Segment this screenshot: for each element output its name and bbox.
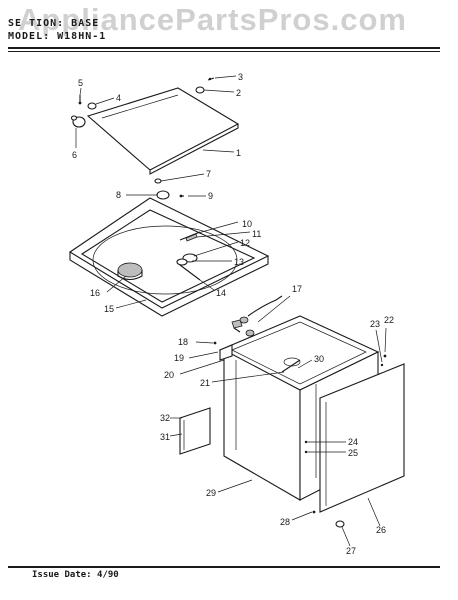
callout-9: 9 <box>208 191 213 201</box>
callout-24: 24 <box>348 437 358 447</box>
callout-30: 30 <box>314 354 324 364</box>
callout-18: 18 <box>178 337 188 347</box>
callout-28: 28 <box>280 517 290 527</box>
part-side-panel <box>312 363 405 528</box>
callout-25: 25 <box>348 448 358 458</box>
header-rule-thin <box>8 51 440 52</box>
callout-17: 17 <box>292 284 302 294</box>
callout-2: 2 <box>236 88 241 98</box>
callout-31: 31 <box>160 432 170 442</box>
part-lid <box>86 87 240 175</box>
model-number: MODEL: W18HN-1 <box>8 31 107 42</box>
callout-27: 27 <box>346 546 356 556</box>
callout-1: 1 <box>236 148 241 158</box>
callout-3: 3 <box>238 72 243 82</box>
header-rule <box>8 47 440 49</box>
callout-6: 6 <box>72 150 77 160</box>
part-base-pan <box>68 190 270 317</box>
callout-10: 10 <box>242 219 252 229</box>
callout-29: 29 <box>206 488 216 498</box>
callout-32: 32 <box>160 413 170 423</box>
callout-14: 14 <box>216 288 226 298</box>
callout-4: 4 <box>116 93 121 103</box>
callout-15: 15 <box>104 304 114 314</box>
callout-13: 13 <box>234 257 244 267</box>
callout-7: 7 <box>206 169 211 179</box>
callout-22: 22 <box>384 315 394 325</box>
callout-8: 8 <box>116 190 121 200</box>
callout-23: 23 <box>370 319 380 329</box>
callout-20: 20 <box>164 370 174 380</box>
section-title: SE TION: BASE <box>8 18 100 29</box>
part-access-panel <box>179 407 211 455</box>
issue-date: Issue Date: 4/90 <box>32 570 119 580</box>
callout-labels: 1 2 3 4 5 6 7 8 9 10 11 12 13 14 15 16 1… <box>72 72 394 556</box>
callout-11: 11 <box>252 229 261 239</box>
callout-5: 5 <box>78 78 83 88</box>
callout-16: 16 <box>90 288 100 298</box>
callout-26: 26 <box>376 525 386 535</box>
callout-19: 19 <box>174 353 184 363</box>
part-wire-harness <box>231 295 283 337</box>
footer-rule <box>8 566 440 568</box>
callout-12: 12 <box>240 238 250 248</box>
callout-21: 21 <box>200 378 210 388</box>
watermark: AppliancePartsPros.com <box>18 2 407 37</box>
part-hinge-small <box>70 77 215 184</box>
leader-lines <box>75 75 387 547</box>
